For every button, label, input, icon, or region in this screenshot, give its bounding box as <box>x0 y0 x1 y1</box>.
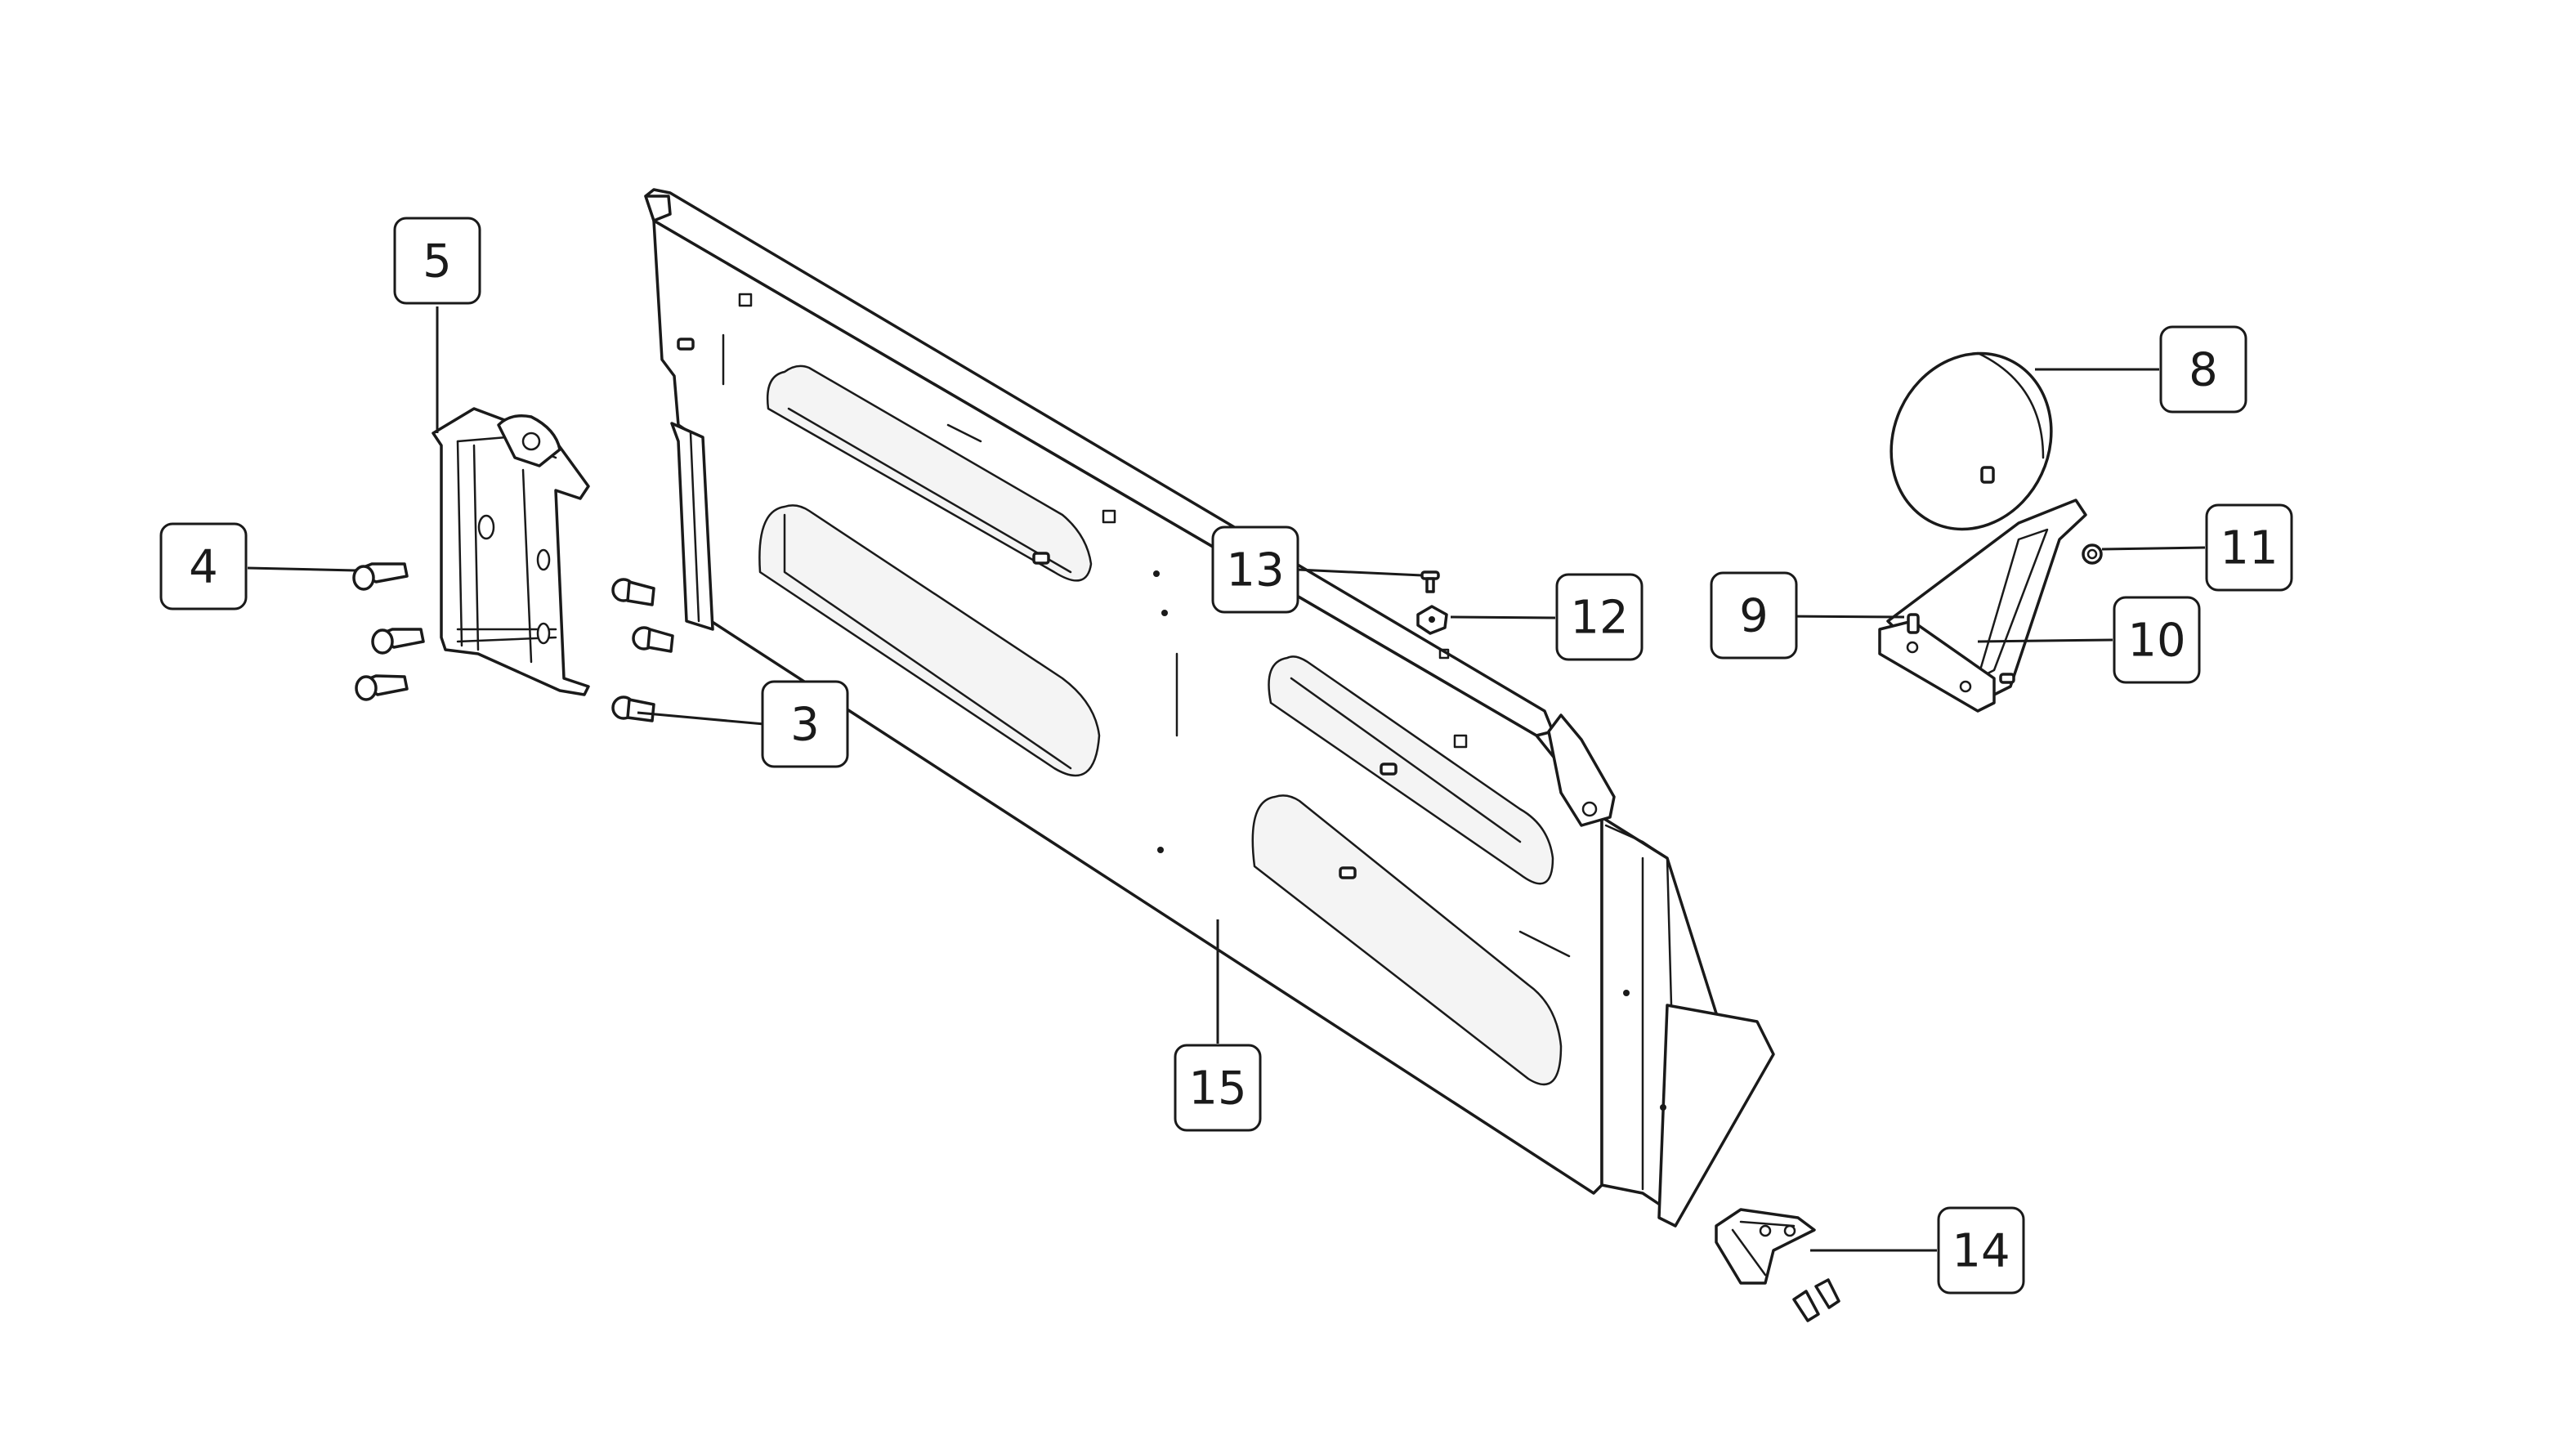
footstep-screw <box>1792 1278 1840 1322</box>
screw-set-part <box>611 578 674 722</box>
mirror-arm-part <box>1878 499 2087 713</box>
callout-10: 10 <box>2113 596 2201 684</box>
callout-label: 9 <box>1739 590 1769 643</box>
callout-12: 12 <box>1555 573 1644 661</box>
callout-label: 4 <box>189 541 218 594</box>
callout-14: 14 <box>1937 1206 2025 1295</box>
callout-15: 15 <box>1174 1044 1262 1132</box>
panel-pin <box>677 338 1398 879</box>
callout-13: 13 <box>1211 525 1299 614</box>
leader-lines <box>247 306 2206 1252</box>
callout-11: 11 <box>2205 503 2293 592</box>
mount-screw-part <box>1907 613 1920 634</box>
small-screw-part <box>1420 570 1440 593</box>
callout-8: 8 <box>2159 325 2247 414</box>
callout-9: 9 <box>1710 571 1798 660</box>
callout-label: 14 <box>1952 1225 2010 1278</box>
nut-part <box>2082 543 2103 565</box>
callout-4: 4 <box>159 522 248 610</box>
callout-label: 8 <box>2189 344 2218 397</box>
callout-label: 12 <box>1570 592 1628 645</box>
clip-nut-part <box>1416 605 1448 635</box>
callout-label: 3 <box>790 699 820 752</box>
bolt-set-part <box>352 562 425 701</box>
callout-label: 10 <box>2127 615 2185 668</box>
mirror-disc-part <box>1890 351 2053 531</box>
main-panel-part <box>644 188 1775 1228</box>
footstep-part <box>1715 1208 1840 1322</box>
hinge-bracket-part <box>432 407 590 696</box>
callout-label: 5 <box>423 235 452 288</box>
callout-label: 15 <box>1188 1062 1246 1116</box>
callout-3: 3 <box>761 680 849 768</box>
callout-label: 13 <box>1226 544 1284 597</box>
callout-label: 11 <box>2220 522 2278 575</box>
callout-5: 5 <box>393 217 481 305</box>
